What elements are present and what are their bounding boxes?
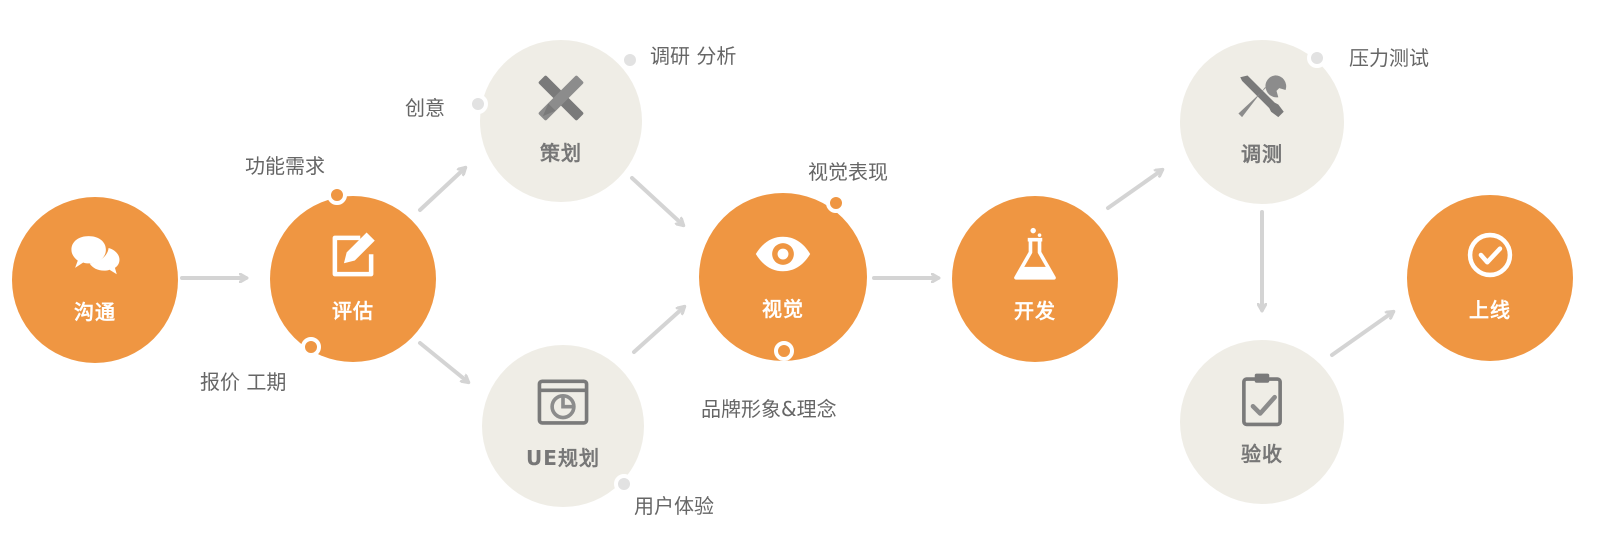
brand-image-note: 品牌形象&理念 [701, 397, 837, 421]
planning-node: 策划 [480, 40, 642, 202]
quote-schedule-note: 报价 工期 [200, 370, 287, 394]
visual-expression-note: 视觉表现 [808, 160, 888, 184]
chat-bubbles-icon [71, 235, 120, 274]
research-analysis-note: 调研 分析 [650, 44, 737, 68]
tools-icon [1238, 74, 1287, 117]
launch-node: 上线 [1407, 195, 1573, 361]
quote-schedule-dot [301, 337, 321, 357]
visual-expression-dot [826, 193, 846, 213]
develop-node: 开发 [952, 196, 1118, 362]
acceptance-label: 验收 [1241, 441, 1283, 466]
ue-planning-label: UE规划 [526, 445, 600, 470]
arrow-develop-debug [1106, 170, 1162, 210]
user-experience-dot [614, 474, 634, 494]
develop-label: 开发 [1014, 298, 1056, 323]
visual-node: 视觉 [699, 193, 867, 361]
brand-image-dot [774, 341, 794, 361]
arrow-evaluate-planning [418, 168, 465, 212]
arrow-acceptance-launch [1330, 312, 1393, 357]
evaluate-node: 评估 [270, 196, 436, 362]
stress-test-dot [1307, 48, 1327, 68]
acceptance-node: 验收 [1180, 340, 1344, 504]
creativity-dot [468, 94, 488, 114]
communicate-node: 沟通 [12, 197, 178, 363]
browser-chart-icon [537, 378, 589, 425]
eye-icon [755, 236, 811, 271]
visual-label: 视觉 [762, 296, 804, 321]
edit-icon [332, 231, 375, 276]
planning-label: 策划 [540, 140, 582, 165]
flask-icon [1014, 227, 1056, 280]
debug-test-label: 调测 [1241, 141, 1283, 166]
check-circle-icon [1467, 232, 1513, 277]
evaluate-label: 评估 [332, 298, 374, 323]
launch-label: 上线 [1469, 297, 1511, 322]
arrow-planning-visual [630, 176, 683, 225]
stress-test-note: 压力测试 [1349, 46, 1429, 70]
creativity-note: 创意 [405, 96, 445, 120]
user-experience-note: 用户体验 [634, 494, 714, 518]
clipboard-check-icon [1242, 373, 1282, 426]
functional-requirements-note: 功能需求 [245, 154, 325, 178]
arrow-ue-visual [632, 307, 684, 354]
functional-requirements-dot [327, 185, 347, 205]
research-analysis-dot [620, 50, 640, 70]
ruler-pencil-icon [538, 75, 584, 120]
communicate-label: 沟通 [74, 299, 116, 324]
arrow-evaluate-ue [418, 341, 468, 382]
